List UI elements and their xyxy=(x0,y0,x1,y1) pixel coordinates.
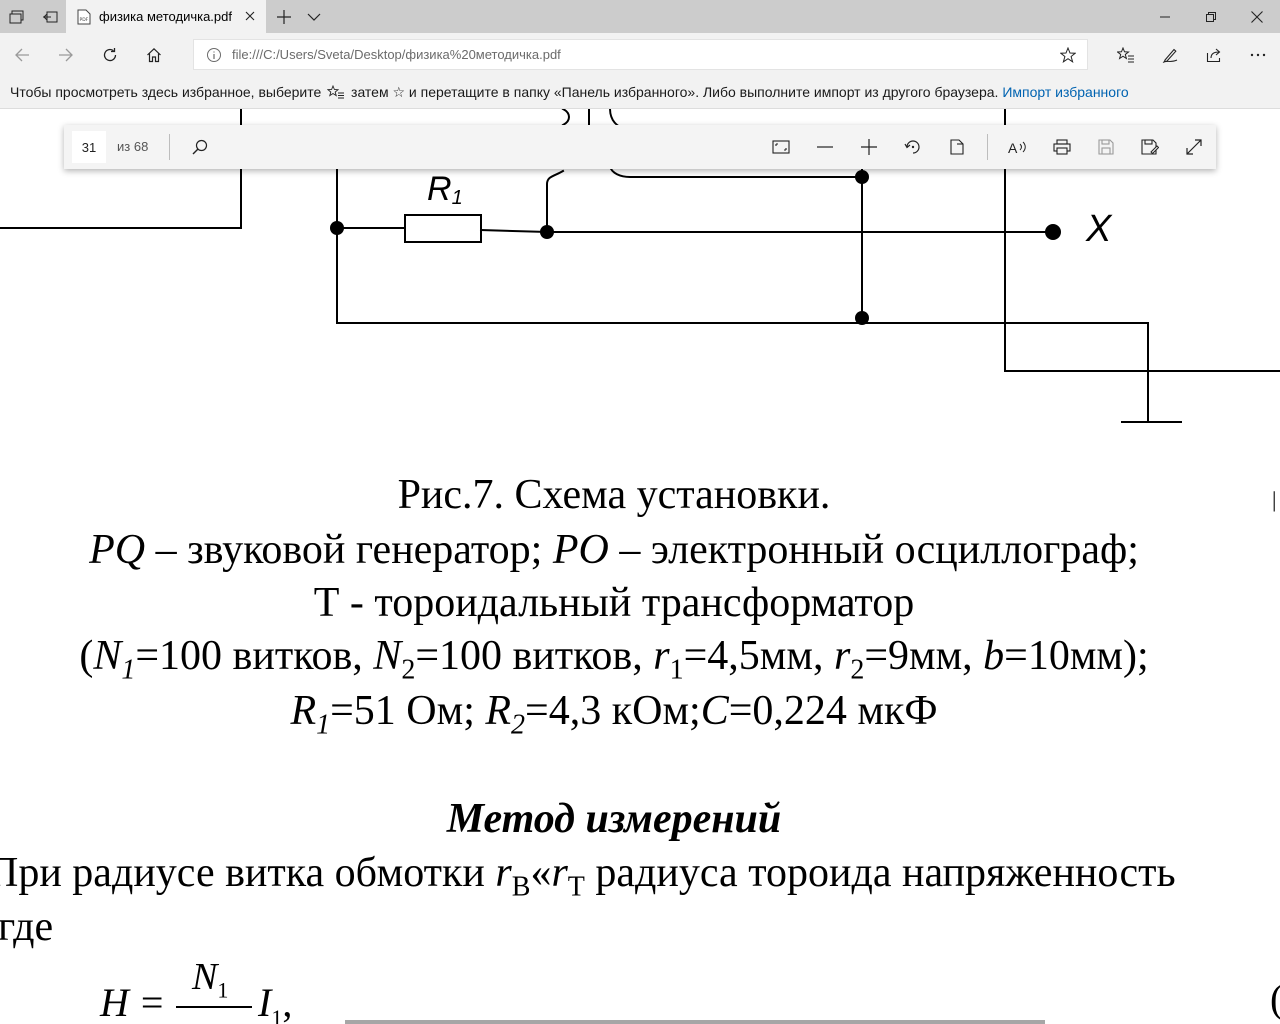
fit-to-page-icon[interactable] xyxy=(767,133,795,161)
address-bar[interactable]: file:///C:/Users/Sveta/Desktop/физика%20… xyxy=(193,39,1088,70)
back-arrow-icon[interactable] xyxy=(0,33,44,76)
close-tab-icon[interactable] xyxy=(242,8,258,24)
tab-pdf[interactable]: PDF физика методичка.pdf xyxy=(66,0,266,33)
fullscreen-icon[interactable] xyxy=(1180,133,1208,161)
tab-actions-icon[interactable] xyxy=(0,0,33,33)
restore-icon[interactable] xyxy=(1188,0,1234,33)
pdf-page-view[interactable]: R1 X Рис.7. Схема установки. PQ – звуков… xyxy=(0,109,1280,1024)
formula-numerator: N1 xyxy=(192,956,229,1003)
tab-title: физика методичка.pdf xyxy=(99,9,232,24)
import-favorites-link[interactable]: Импорт избранного xyxy=(1002,84,1129,100)
forward-arrow-icon[interactable] xyxy=(44,33,88,76)
circuit-wire xyxy=(336,166,1149,423)
section-heading: Метод измерений xyxy=(446,796,782,842)
tab-preview-chevron-icon[interactable] xyxy=(300,0,328,33)
circuit-wire xyxy=(546,169,565,233)
print-icon[interactable] xyxy=(1048,133,1076,161)
svg-text:PDF: PDF xyxy=(80,17,89,23)
resistor-label: R1 xyxy=(427,170,463,209)
favorites-hub-icon[interactable] xyxy=(1104,33,1148,76)
web-note-pen-icon[interactable] xyxy=(1148,33,1192,76)
formula-lhs: H= xyxy=(100,980,164,1024)
page-number-input[interactable]: 31 xyxy=(72,131,106,163)
navigation-bar: file:///C:/Users/Sveta/Desktop/физика%20… xyxy=(0,33,1280,76)
terminal-x-label: X xyxy=(1085,208,1113,250)
favorites-star-list-icon xyxy=(325,84,351,100)
favorites-message: Чтобы просмотреть здесь избранное, выбер… xyxy=(10,84,1129,101)
favorites-message-end: затем ☆ и перетащите в папку «Панель изб… xyxy=(351,84,999,100)
site-info-icon[interactable] xyxy=(206,47,222,63)
circuit-wire xyxy=(479,228,549,234)
zoom-out-icon[interactable] xyxy=(811,133,839,161)
page-total: из 68 xyxy=(117,139,149,154)
close-window-icon[interactable] xyxy=(1234,0,1280,33)
address-url[interactable]: file:///C:/Users/Sveta/Desktop/физика%20… xyxy=(232,47,561,62)
search-icon[interactable] xyxy=(186,133,214,161)
paragraph-line-1: При радиусе витка обмотки rВ«rТ радиуса … xyxy=(0,850,1176,903)
circuit-wire xyxy=(1004,109,1280,372)
paragraph-line-2: где xyxy=(0,904,54,950)
fraction-bar xyxy=(176,1006,252,1008)
caption-line-turns: (N1=100 витков, N2=100 витков, r1=4,5мм,… xyxy=(79,633,1149,686)
tab-bar: PDF физика методичка.pdf xyxy=(0,0,1280,33)
set-aside-tabs-icon[interactable] xyxy=(33,0,66,33)
toolbar-divider xyxy=(987,134,988,160)
terminal-x-node xyxy=(1045,224,1061,240)
rotate-icon[interactable] xyxy=(899,133,927,161)
refresh-icon[interactable] xyxy=(88,33,132,76)
new-tab-icon[interactable] xyxy=(268,0,300,33)
transformer-coil xyxy=(561,109,570,127)
favorites-bar: Чтобы просмотреть здесь избранное, выбер… xyxy=(0,76,1280,109)
page-edge-mark: | xyxy=(1272,487,1277,512)
toolbar-divider xyxy=(169,134,170,160)
more-options-icon[interactable] xyxy=(1236,33,1280,76)
circuit-node xyxy=(855,170,869,184)
caption-line-components: R1=51 Ом; R2=4,3 кОм;C=0,224 мкФ xyxy=(290,688,938,741)
page-layout-icon[interactable] xyxy=(943,133,971,161)
caption-line-generators: PQ – звуковой генератор; PO – электронны… xyxy=(89,527,1139,573)
equation-number-bracket: ( xyxy=(1270,975,1280,1022)
circuit-diagram: R1 X xyxy=(0,109,1280,423)
save-as-icon[interactable] xyxy=(1136,133,1164,161)
save-icon[interactable] xyxy=(1092,133,1120,161)
share-icon[interactable] xyxy=(1192,33,1236,76)
circuit-node xyxy=(540,225,554,239)
figure-title: Рис.7. Схема установки. xyxy=(397,472,831,518)
zoom-in-icon[interactable] xyxy=(855,133,883,161)
favorites-message-start: Чтобы просмотреть здесь избранное, выбер… xyxy=(10,84,322,100)
circuit-node xyxy=(855,311,869,325)
circuit-node xyxy=(330,221,344,235)
home-icon[interactable] xyxy=(132,33,176,76)
pdf-toolbar: 31 из 68 A xyxy=(64,125,1216,169)
svg-text:A: A xyxy=(1008,140,1018,155)
horizontal-scrollbar[interactable] xyxy=(345,1020,1045,1024)
resistor-r1 xyxy=(404,214,482,243)
pdf-file-icon: PDF xyxy=(75,8,93,26)
caption-line-transformer: Т - тороидальный трансформатор xyxy=(313,580,915,626)
formula-current: I1, xyxy=(258,980,293,1024)
favorite-star-icon[interactable] xyxy=(1057,44,1079,66)
read-aloud-icon[interactable]: A xyxy=(1004,133,1032,161)
minimize-icon[interactable] xyxy=(1142,0,1188,33)
